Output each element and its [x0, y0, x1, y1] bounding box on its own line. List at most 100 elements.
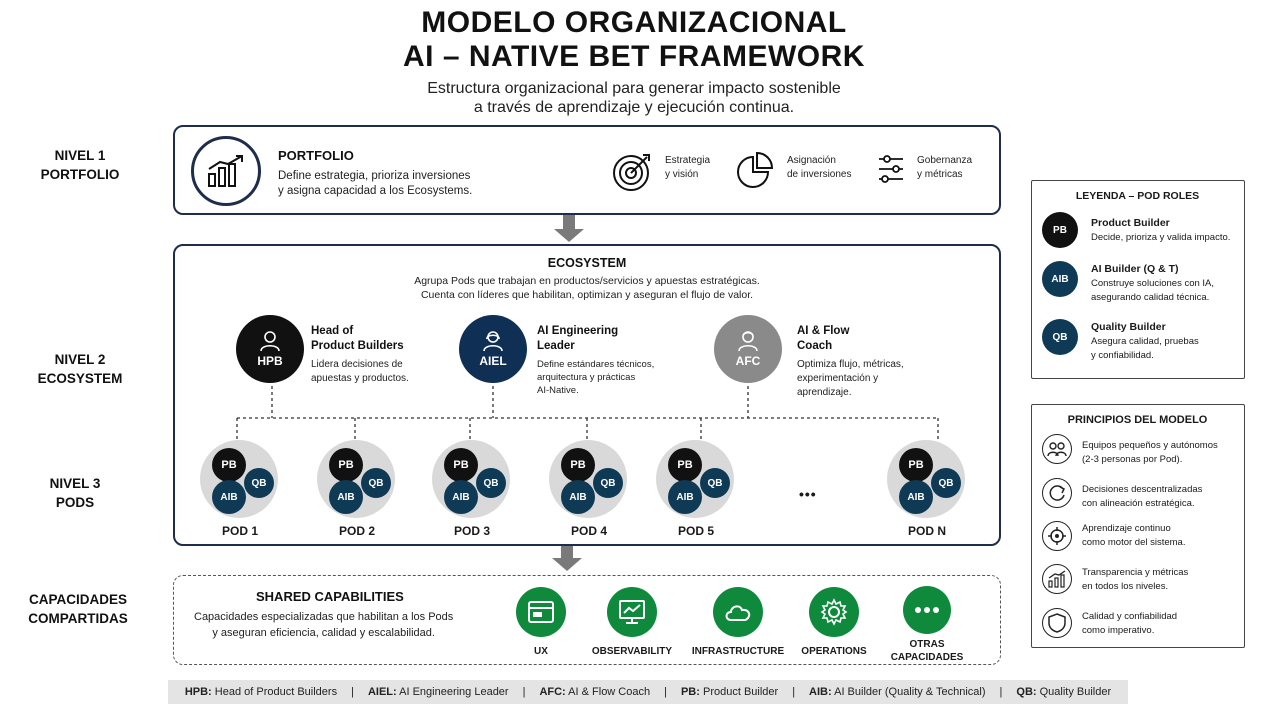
leader-afc-name: AI & Flow Coach: [797, 324, 904, 354]
principle-5: Calidad y confiabilidad como imperativo.: [1082, 610, 1177, 638]
aiel-name-line2: Leader: [537, 340, 575, 352]
principles-title: PRINCIPIOS DEL MODELO: [1067, 414, 1208, 426]
legend-pb-name: Product Builder: [1091, 217, 1170, 229]
pod-label: POD 4: [570, 524, 607, 538]
principle-1-line1: Equipos pequeños y autónomos: [1082, 440, 1218, 451]
legend-qb-desc: Asegura calidad, pruebas y confiabilidad…: [1091, 335, 1199, 363]
leader-aiel-info: AI Engineering Leader Define estándares …: [537, 324, 654, 397]
footer-hpb-text: Head of Product Builders: [211, 686, 338, 698]
investment-line2: de inversiones: [787, 169, 852, 180]
pod-qb-badge: QB: [931, 468, 961, 498]
pod-aib-badge: AIB: [899, 480, 933, 514]
footer-hpb: HPB: Head of Product Builders: [185, 686, 337, 698]
footer-aib: AIB: AI Builder (Quality & Technical): [809, 686, 985, 698]
pie-chart-icon: [735, 151, 775, 191]
pod-qb-badge: QB: [700, 468, 730, 498]
portfolio-title: PORTFOLIO: [278, 148, 354, 163]
portfolio-desc-line2: y asigna capacidad a los Ecosystems.: [278, 185, 473, 197]
ecosystem-desc-line1: Agrupa Pods que trabajan en productos/se…: [414, 275, 760, 287]
level-4-line1: CAPACIDADES: [28, 592, 127, 607]
legend-aib-name: AI Builder (Q & T): [1091, 263, 1179, 275]
legend-qb-desc-line1: Asegura calidad, pruebas: [1091, 336, 1199, 347]
leader-afc-avatar: AFC: [714, 315, 782, 383]
arrow-down-icon: [553, 215, 585, 248]
subtitle-line1: Estructura organizacional para generar i…: [427, 80, 841, 97]
shared-desc-line2: y aseguran eficiencia, calidad y escalab…: [212, 627, 435, 639]
afc-name-line2: Coach: [797, 340, 833, 352]
footer-qb: QB: Quality Builder: [1016, 686, 1111, 698]
footer-pb-abbr: PB:: [680, 686, 700, 698]
strategy-line2: y visión: [665, 169, 699, 180]
footer-afc-text: AI & Flow Coach: [565, 686, 651, 698]
level-4-label: CAPACIDADES COMPARTIDAS: [3, 590, 153, 628]
infrastructure-line1: INFRASTRUCTURE: [691, 646, 785, 657]
principle-3-line2: como motor del sistema.: [1082, 537, 1186, 548]
legend-pb-badge: PB: [1042, 212, 1078, 248]
footer-aib-abbr: AIB:: [809, 686, 832, 698]
strategy-line1: Estrategia: [665, 155, 711, 166]
capability-observability-label: OBSERVABILITY: [577, 645, 687, 658]
level-2-number: NIVEL 2: [54, 352, 106, 367]
more-icon: [903, 586, 951, 634]
afc-desc-line3: aprendizaje.: [797, 387, 852, 398]
level-3-label: NIVEL 3 PODS: [0, 474, 150, 512]
footer-aiel-text: AI Engineering Leader: [396, 686, 509, 698]
portfolio-item-investment: Asignación de inversiones: [787, 154, 851, 182]
leader-hpb-abbr: HPB: [257, 354, 283, 368]
legend-pb-text: Product Builder Decide, prioriza y valid…: [1091, 217, 1230, 244]
growth-chart-icon: [191, 136, 261, 206]
pod-qb-badge: QB: [593, 468, 623, 498]
shared-capabilities-box: SHARED CAPABILITIES Capacidades especial…: [173, 575, 1001, 665]
pod-label: POD 3: [453, 524, 490, 538]
afc-desc-line2: experimentación y: [797, 373, 879, 384]
others-line1: OTRAS: [909, 639, 945, 650]
principle-1: Equipos pequeños y autónomos (2-3 person…: [1082, 439, 1218, 467]
ux-line1: UX: [534, 646, 548, 657]
legend-aib-text: AI Builder (Q & T) Construye soluciones …: [1091, 263, 1214, 305]
pod-qb-badge: QB: [361, 468, 391, 498]
aiel-name-line1: AI Engineering: [537, 325, 619, 337]
others-line2: CAPACIDADES: [890, 652, 964, 663]
legend-aib-desc-line1: Construye soluciones con IA,: [1091, 278, 1215, 289]
level-4-line2: COMPARTIDAS: [28, 611, 128, 626]
portfolio-box: PORTFOLIO Define estrategia, prioriza in…: [173, 125, 1001, 215]
capability-infrastructure-label: INFRASTRUCTURE: [683, 645, 793, 658]
afc-name-line1: AI & Flow: [797, 325, 850, 337]
portfolio-desc-line1: Define estrategia, prioriza inversiones: [278, 170, 471, 182]
level-2-name: ECOSYSTEM: [37, 371, 123, 386]
leader-aiel-desc: Define estándares técnicos, arquitectura…: [537, 358, 654, 397]
aiel-desc-line3: AI-Native.: [537, 385, 579, 396]
crosshair-icon: [1042, 521, 1072, 551]
level-1-name: PORTFOLIO: [40, 167, 120, 182]
level-1-number: NIVEL 1: [54, 148, 106, 163]
hpb-name-line1: Head of: [311, 325, 354, 337]
pod-aib-badge: AIB: [329, 480, 363, 514]
footer-glossary: HPB: Head of Product Builders | AIEL: AI…: [168, 680, 1128, 704]
principle-1-line2: (2-3 personas por Pod).: [1082, 454, 1183, 465]
footer-separator: |: [999, 686, 1003, 698]
legend-pb-desc: Decide, prioriza y valida impacto.: [1091, 232, 1231, 243]
hpb-desc-line1: Lidera decisiones de: [311, 359, 403, 370]
footer-afc: AFC: AI & Flow Coach: [539, 686, 650, 698]
leader-hpb-desc: Lidera decisiones de apuestas y producto…: [311, 358, 409, 386]
legend-qb-text: Quality Builder Asegura calidad, pruebas…: [1091, 321, 1199, 363]
level-3-name: PODS: [55, 495, 95, 510]
ecosystem-description: Agrupa Pods que trabajan en productos/se…: [175, 274, 999, 302]
gear-icon: [809, 587, 859, 637]
ecosystem-title: ECOSYSTEM: [547, 256, 627, 270]
legend-qb-name: Quality Builder: [1091, 321, 1166, 333]
principle-4-line1: Transparencia y métricas: [1082, 567, 1189, 578]
legend-pod-roles: LEYENDA – POD ROLES PB Product Builder D…: [1031, 180, 1245, 379]
pod-pb-badge: PB: [561, 448, 595, 482]
aiel-desc-line1: Define estándares técnicos,: [537, 359, 655, 370]
operations-line1: OPERATIONS: [801, 646, 867, 657]
footer-separator: |: [522, 686, 526, 698]
footer-aib-text: AI Builder (Quality & Technical): [831, 686, 986, 698]
principle-5-line1: Calidad y confiabilidad: [1082, 611, 1178, 622]
legend-aib-desc: Construye soluciones con IA, asegurando …: [1091, 277, 1214, 305]
aiel-desc-line2: arquitectura y prácticas: [537, 372, 636, 383]
